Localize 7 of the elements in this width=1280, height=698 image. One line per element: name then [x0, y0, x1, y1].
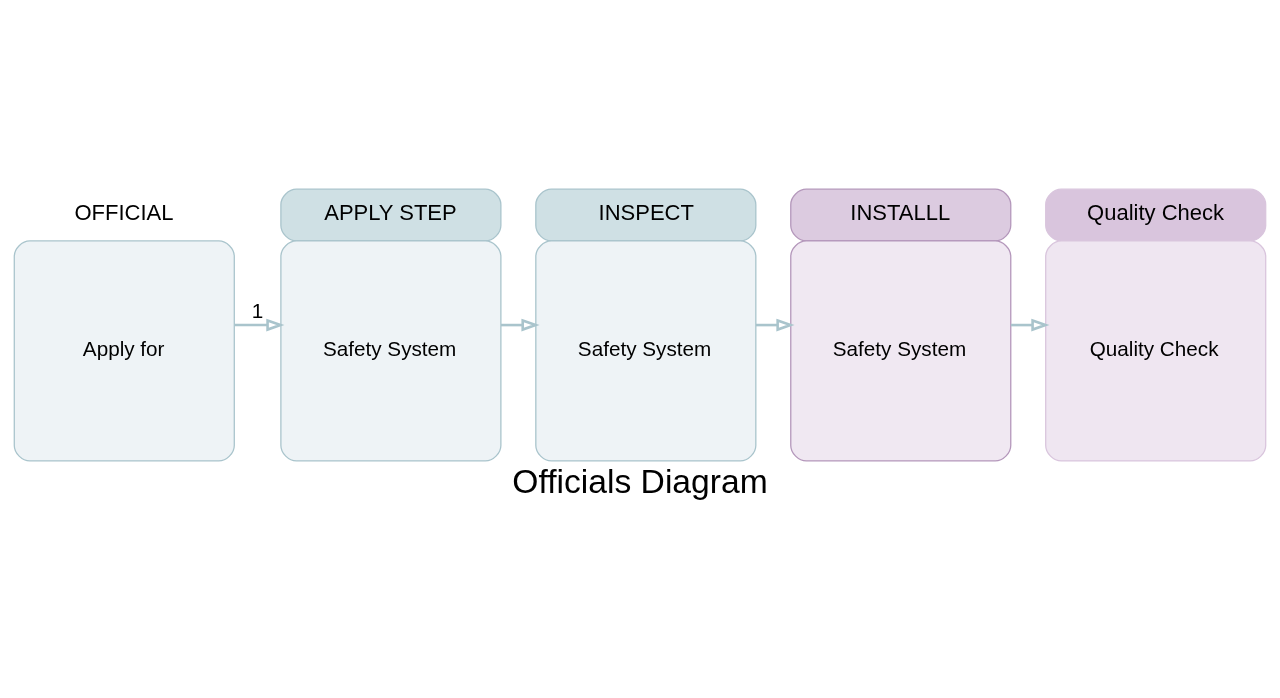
node-label: OFFICIAL [74, 200, 174, 226]
arrow [1010, 318, 1050, 332]
arrow [755, 318, 795, 332]
diagram-title: Officials Diagram [512, 463, 768, 501]
edge-label: 1 [251, 299, 264, 323]
arrow [234, 318, 285, 332]
arrow [501, 318, 540, 332]
